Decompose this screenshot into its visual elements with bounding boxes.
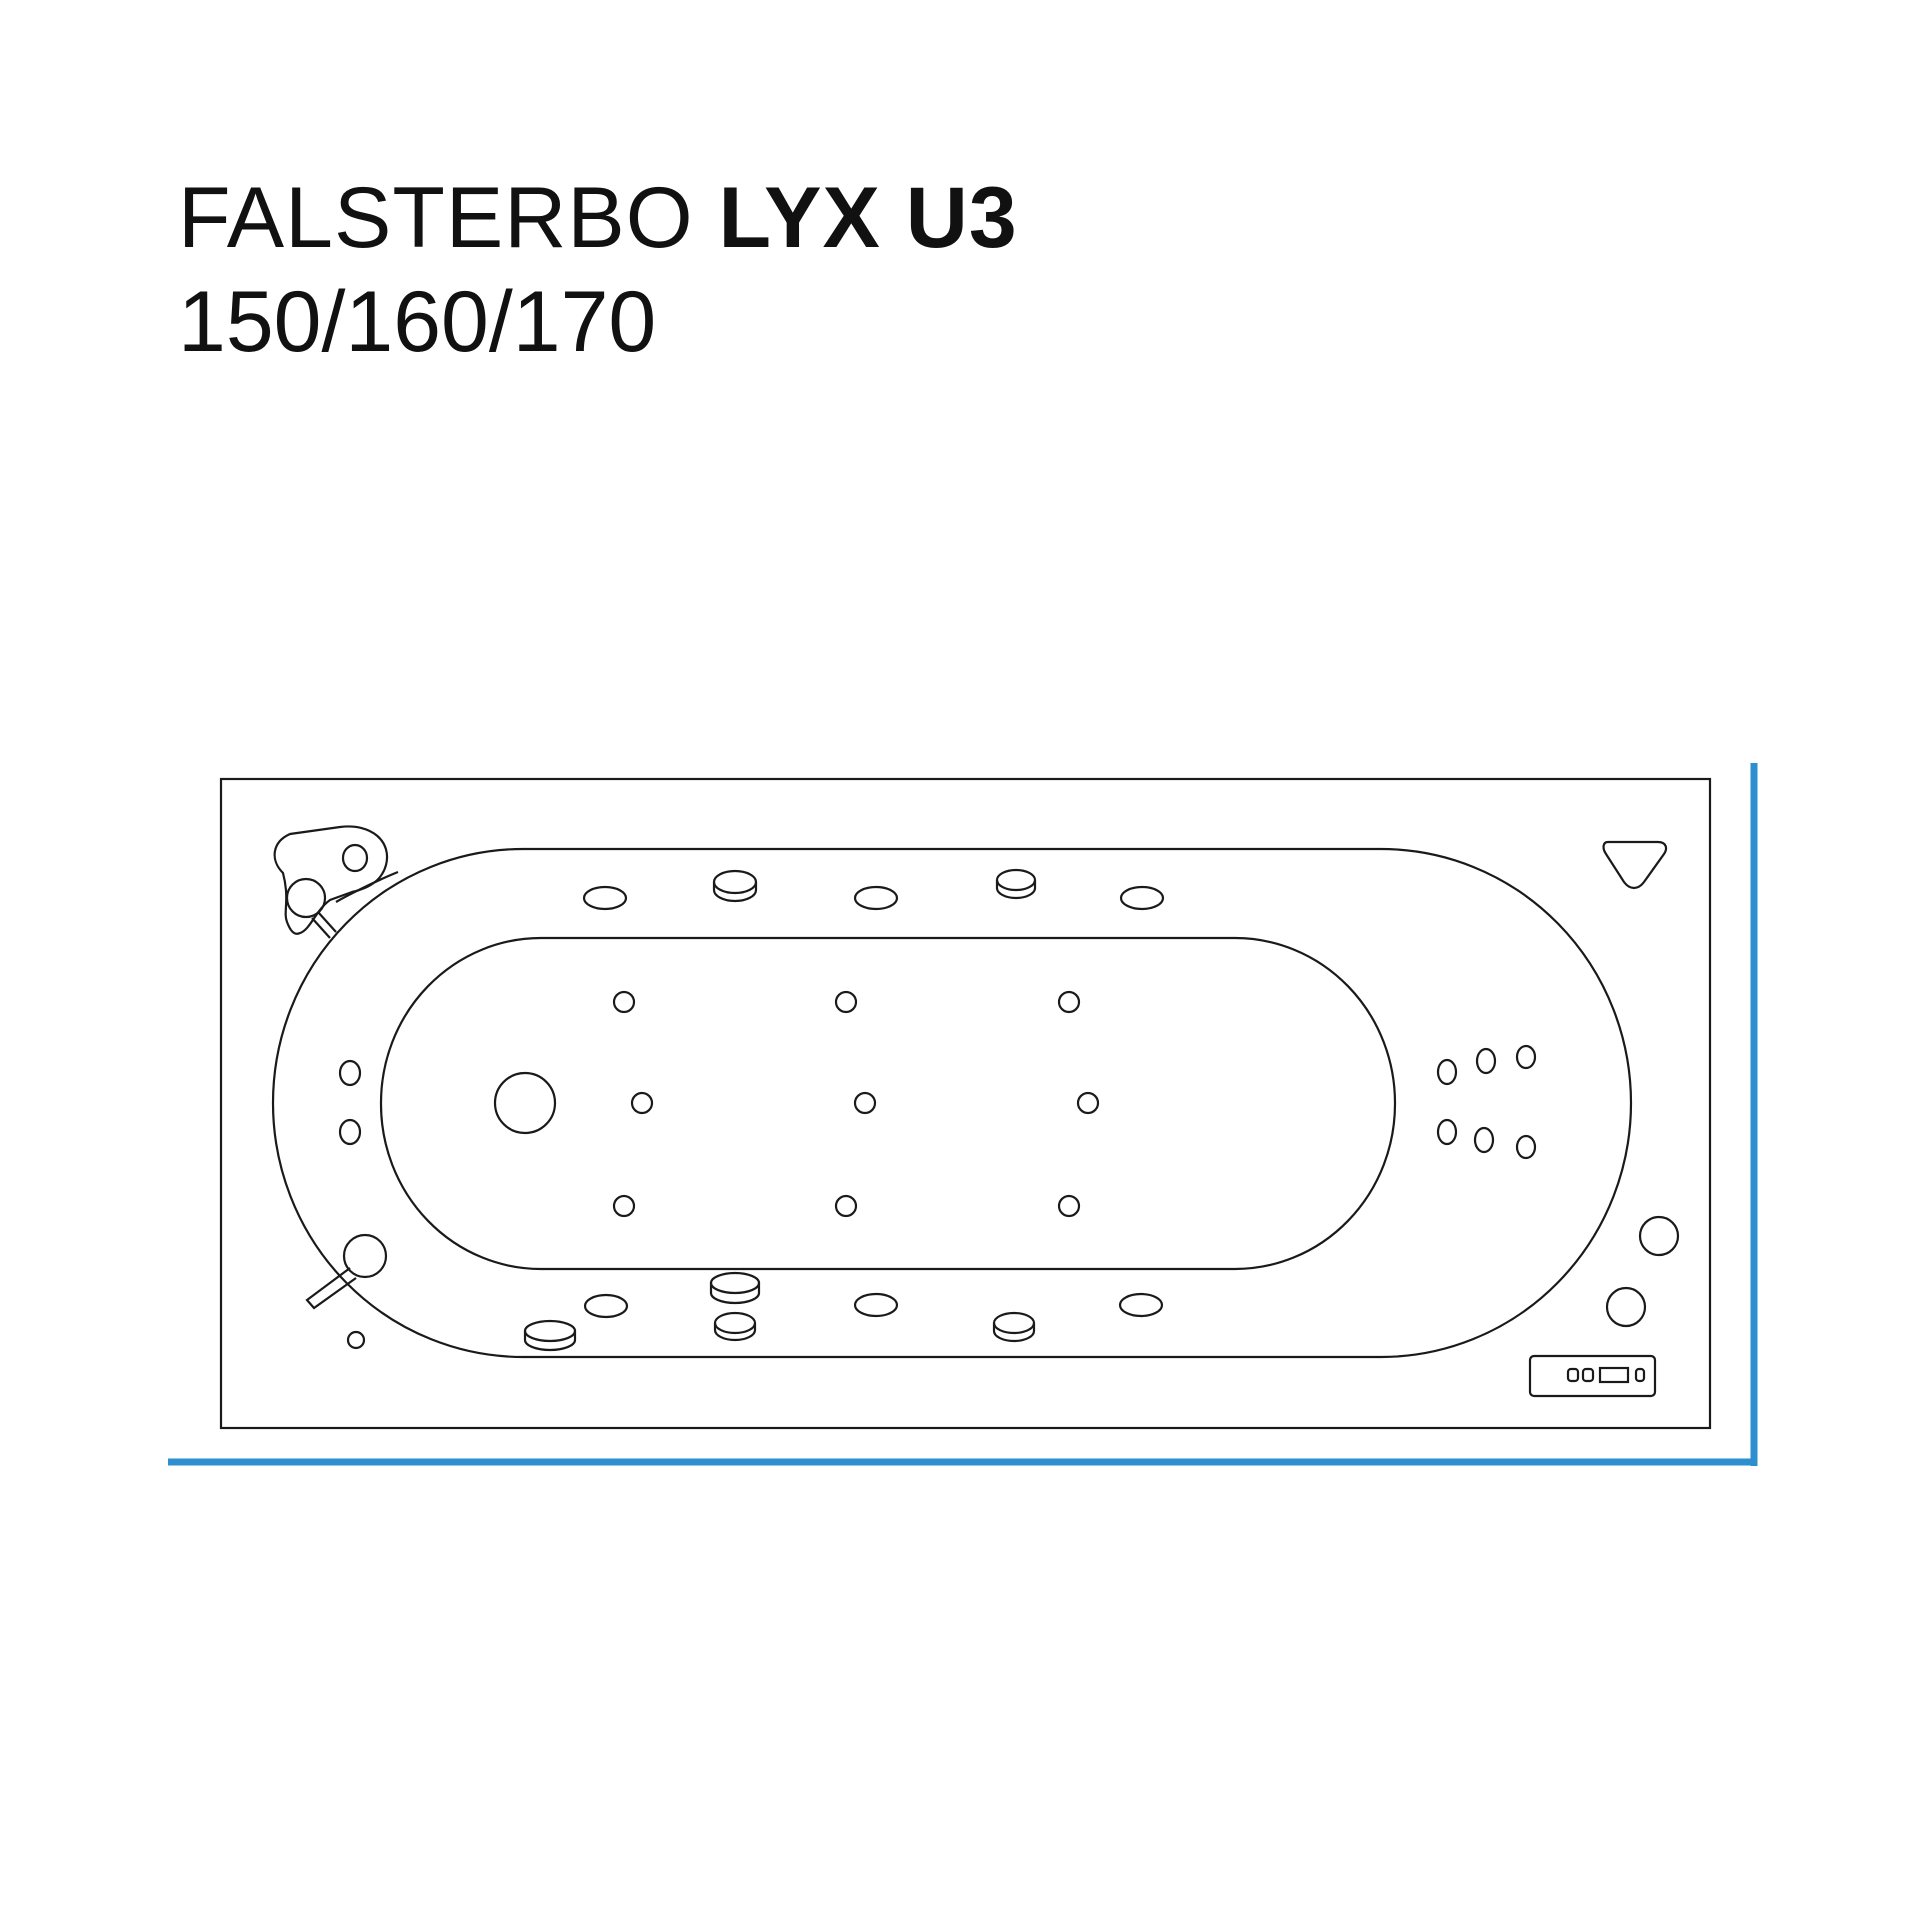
- jet-icon: [582, 885, 628, 911]
- jet-icon: [1515, 1044, 1537, 1070]
- air-jet-icon: [834, 990, 858, 1014]
- button-round-icon: [1638, 1215, 1680, 1257]
- air-jet-icon: [1057, 1194, 1081, 1218]
- lever-bottom-left: [305, 1233, 388, 1350]
- title-block: FALSTERBO LYX U3 150/160/170: [178, 168, 1018, 376]
- mixer-knob-icon: [285, 877, 327, 919]
- air-jet-icon: [612, 990, 636, 1014]
- drain-icon: [1602, 840, 1668, 890]
- jet-icon: [853, 885, 899, 911]
- control-panel: [1528, 1354, 1657, 1398]
- jet-icon: [992, 1311, 1036, 1343]
- mixer-top-left: [273, 825, 399, 939]
- jet-icon: [583, 1293, 629, 1319]
- mixer-spout-icon: [341, 843, 369, 873]
- panel-button-icon: [1634, 1367, 1646, 1383]
- panel-display-icon: [1598, 1366, 1630, 1384]
- air-jet-icon: [834, 1194, 858, 1218]
- air-jet-icon: [853, 1091, 877, 1115]
- jet-icon: [713, 1311, 757, 1342]
- jet-icon: [1515, 1134, 1537, 1160]
- tub-outer-frame: [219, 777, 1712, 1430]
- size-options: 150/160/170: [178, 274, 657, 370]
- tub-rim: [271, 847, 1633, 1359]
- rim-jets-bottom: [523, 1271, 1164, 1352]
- jet-icon: [709, 1271, 761, 1305]
- jet-icon: [1119, 885, 1165, 911]
- button-round-icon: [1605, 1286, 1647, 1328]
- jet-icon: [1118, 1292, 1164, 1318]
- overflow-icon: [346, 1330, 366, 1350]
- air-jet-icon: [612, 1194, 636, 1218]
- air-jet-icon: [1057, 990, 1081, 1014]
- end-jets-left: [338, 1059, 362, 1146]
- jet-icon: [1473, 1126, 1495, 1154]
- series-name: FALSTERBO: [178, 170, 694, 266]
- jet-icon: [338, 1059, 362, 1087]
- wall-corner: [168, 763, 1758, 1466]
- air-jet-icon: [630, 1091, 654, 1115]
- air-jet-icon: [1076, 1091, 1100, 1115]
- jet-icon: [523, 1319, 577, 1352]
- panel-button-icon: [1581, 1367, 1595, 1383]
- jet-icon: [1436, 1118, 1458, 1146]
- rim-jets-top: [582, 868, 1165, 911]
- jet-icon: [853, 1292, 899, 1318]
- end-jets-right: [1436, 1044, 1537, 1160]
- headrest-icon: [493, 1071, 557, 1135]
- lever-knob-icon: [342, 1233, 388, 1279]
- jet-icon: [712, 869, 758, 903]
- panel-button-icon: [1566, 1367, 1580, 1383]
- jet-icon: [1475, 1047, 1497, 1075]
- jet-icon: [995, 868, 1037, 900]
- jet-icon: [1436, 1058, 1458, 1086]
- product-title: FALSTERBO LYX U3: [178, 168, 1018, 268]
- jet-icon: [338, 1118, 362, 1146]
- floor-jets: [612, 990, 1100, 1218]
- tub-basin: [379, 936, 1397, 1271]
- model-name: LYX U3: [718, 170, 1018, 266]
